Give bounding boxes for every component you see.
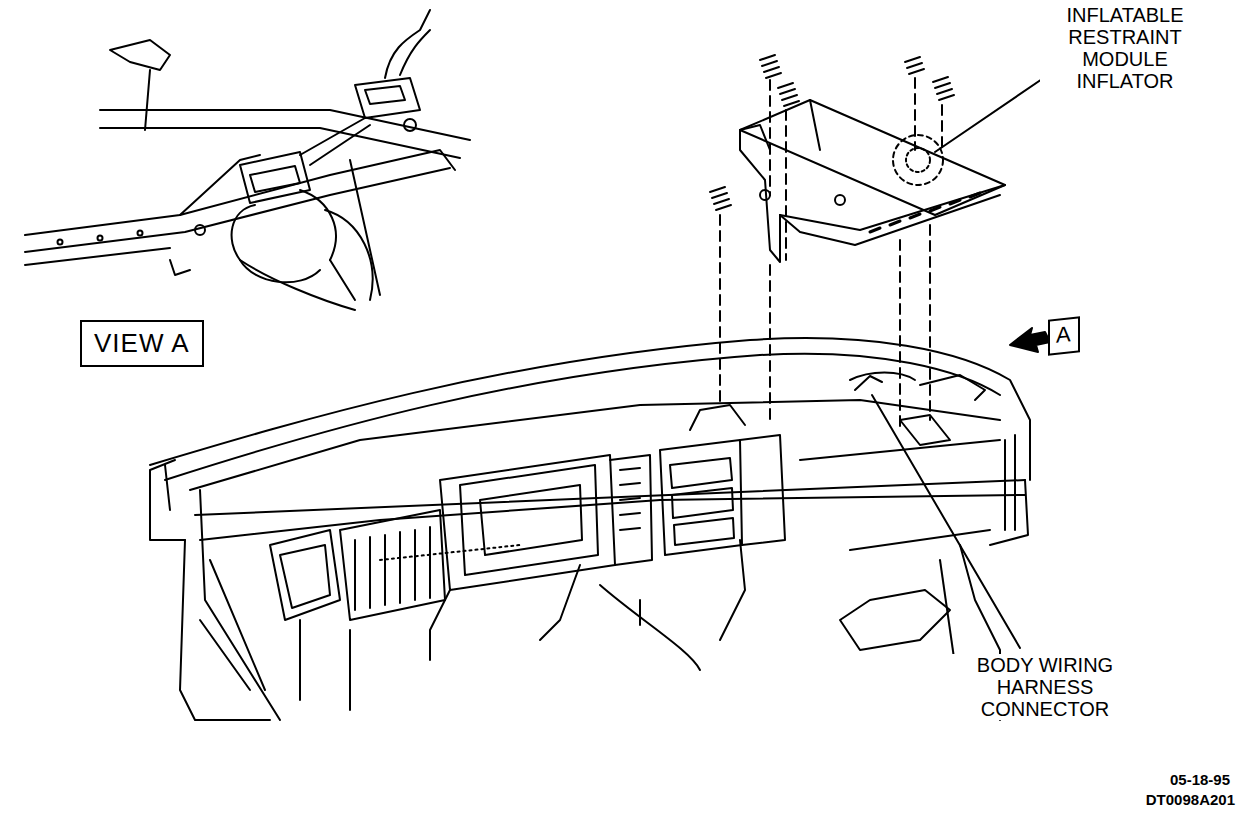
part-label: BODY WIRING HARNESS CONNECTOR [950, 654, 1140, 720]
view-marker-box: A [1048, 316, 1080, 355]
view-box: VIEW A [80, 320, 204, 367]
drawing-code: DT0098A201 [1100, 792, 1235, 807]
view-label: A [1056, 321, 1072, 349]
bolts [710, 55, 954, 430]
leader-line [935, 75, 1048, 152]
view-arrow [1010, 328, 1050, 352]
instrument-panel [150, 338, 1030, 720]
inflator-module [740, 100, 1005, 262]
view-a-inset [25, 10, 470, 310]
drawing-code: 05-18-95 [1120, 772, 1230, 787]
part-label: INFLATABLE RESTRAINT MODULE INFLATOR [1040, 4, 1210, 92]
view-label: VIEW A [94, 328, 190, 359]
leader-line [872, 395, 1020, 648]
